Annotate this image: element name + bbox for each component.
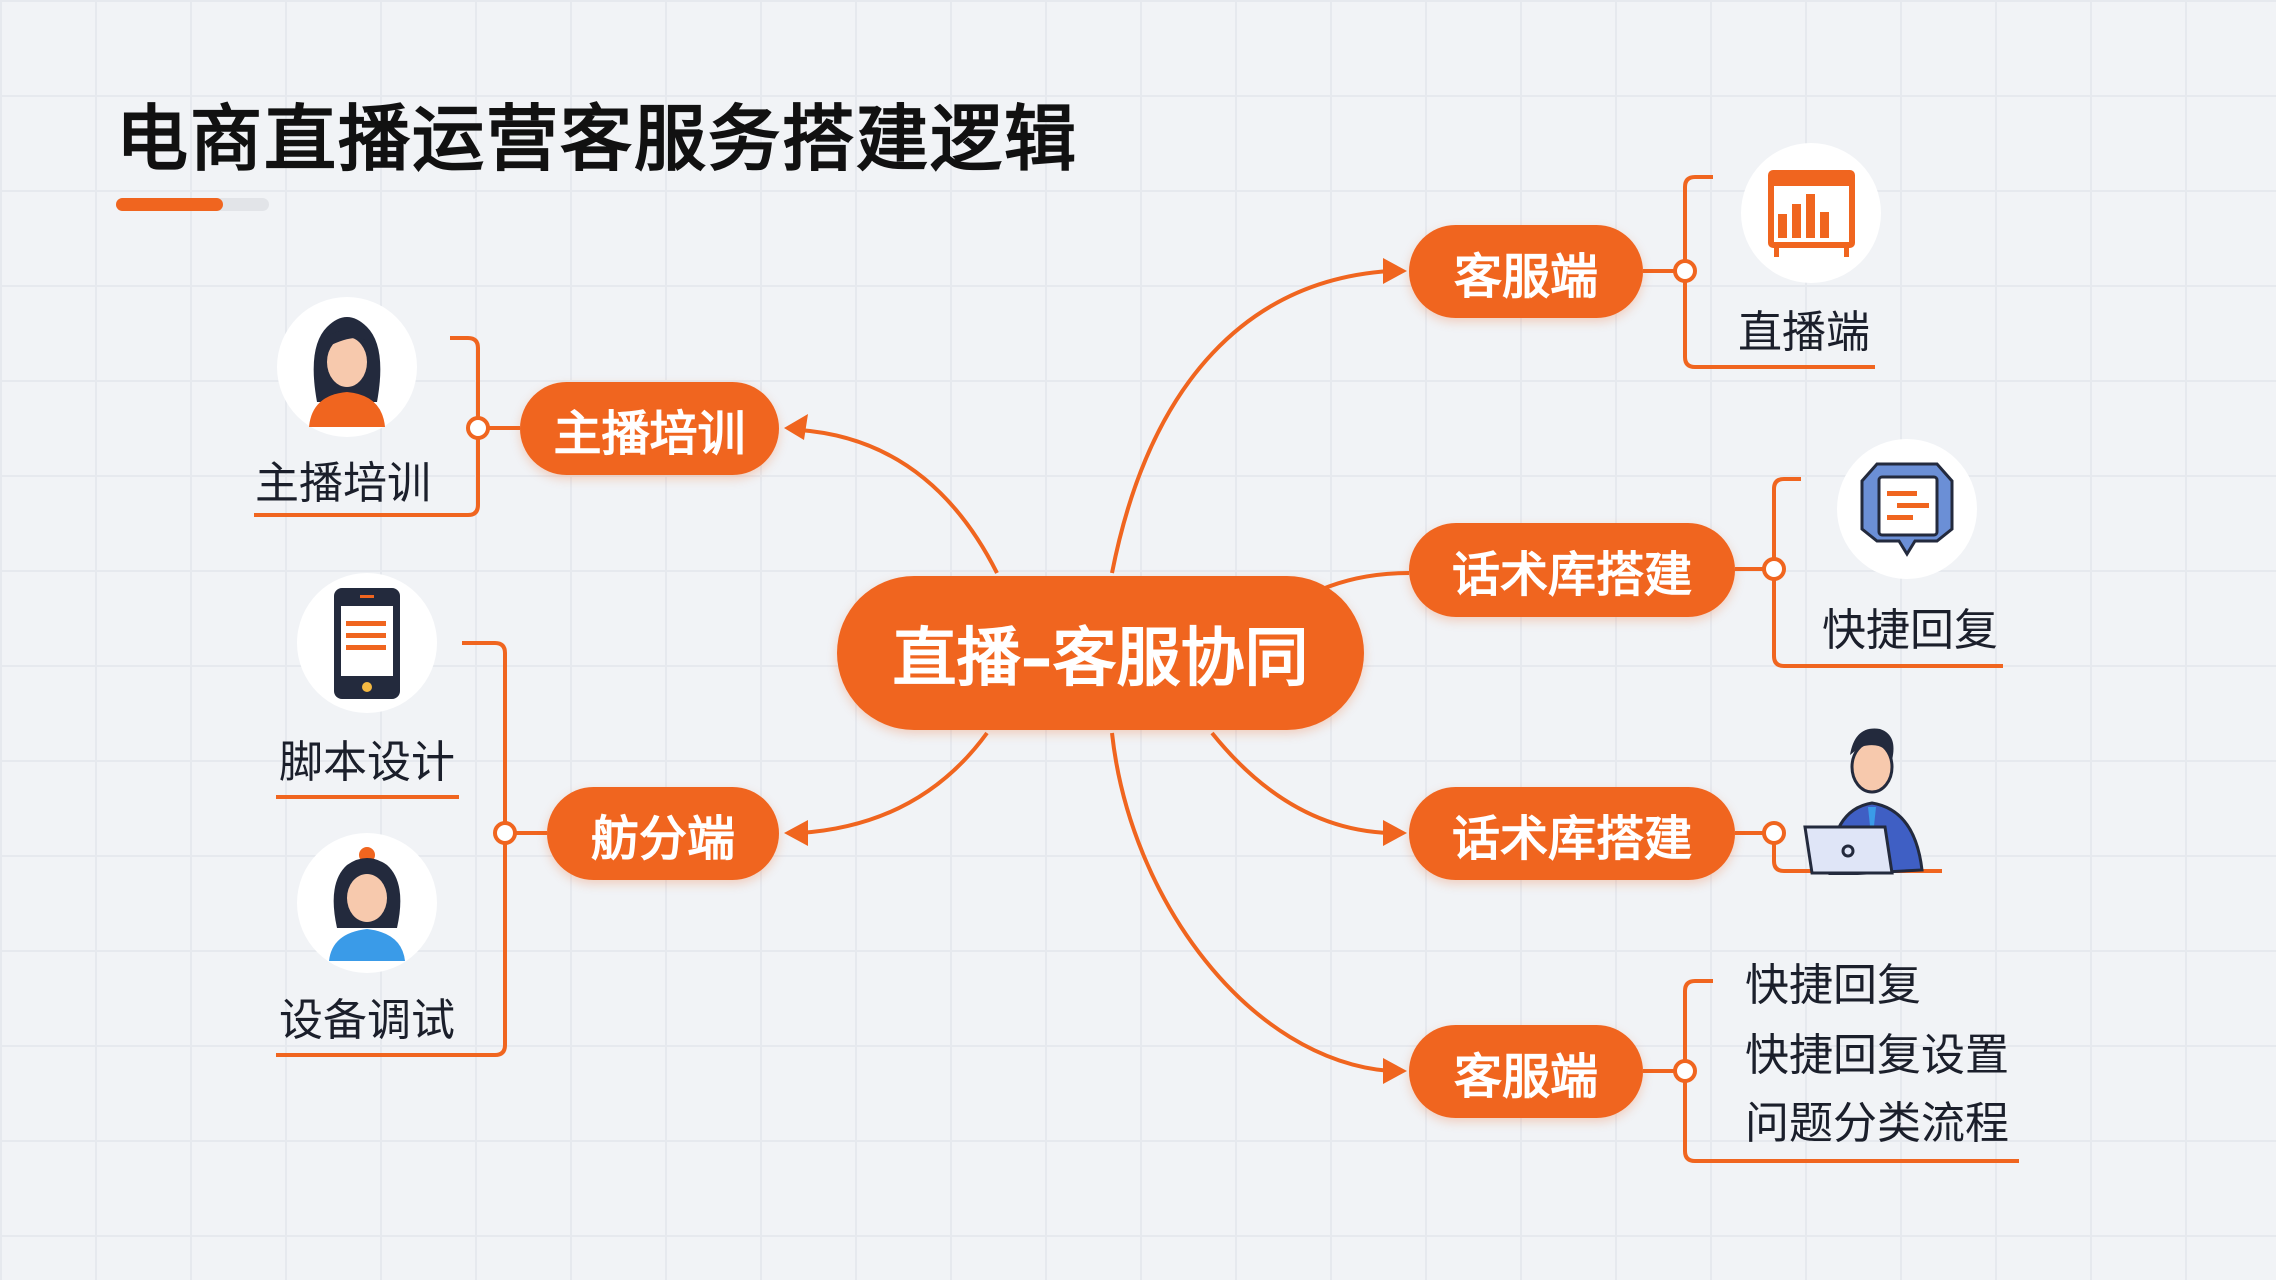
connector-right-1: [1110, 269, 1391, 574]
connector-left-bottom: [799, 731, 989, 835]
leaf-device-debug: 设备调试: [279, 995, 455, 1046]
arrow-right-3: [1383, 820, 1407, 846]
center-node[interactable]: 直播–客服协同: [837, 576, 1364, 730]
node-script-library-2[interactable]: 话术库搭建: [1409, 787, 1735, 880]
node-anchor-training[interactable]: 主播培训: [520, 382, 779, 475]
page-title: 电商直播运营客服务搭建逻辑: [116, 97, 1079, 181]
arrow-left-bottom: [784, 820, 808, 846]
title-underline: [116, 198, 269, 211]
leaf-list-item: 问题分类流程: [1745, 1098, 2009, 1149]
node-split-end[interactable]: 舫分端: [547, 787, 779, 880]
node-script-library-1[interactable]: 话术库搭建: [1409, 523, 1735, 617]
node-customer-service-top[interactable]: 客服端: [1409, 225, 1643, 318]
leaf-list-item: 快捷回复: [1745, 960, 1921, 1011]
phone-icon: [297, 573, 437, 713]
node-customer-service-bottom[interactable]: 客服端: [1409, 1025, 1643, 1118]
leaf-list-item: 快捷回复设置: [1745, 1030, 2009, 1081]
girl-avatar-icon: [297, 833, 437, 973]
leaf-anchor-training: 主播培训: [255, 458, 431, 509]
arrow-left-top: [784, 414, 808, 440]
agent-with-laptop-icon: [1800, 715, 1945, 879]
connector-right-2: [1319, 571, 1410, 592]
arrow-right-1: [1383, 258, 1407, 284]
connector-right-4: [1110, 732, 1391, 1073]
leaf-live-end: 直播端: [1738, 307, 1870, 358]
connector-left-top: [799, 428, 999, 574]
leaf-quick-reply: 快捷回复: [1822, 605, 1998, 656]
arrow-right-4: [1383, 1058, 1407, 1084]
leaf-script-design: 脚本设计: [279, 737, 455, 788]
dashboard-chart-icon: [1741, 143, 1881, 283]
woman-avatar-icon: [277, 297, 417, 437]
chat-message-icon: [1837, 439, 1977, 579]
connector-right-3: [1210, 731, 1391, 835]
